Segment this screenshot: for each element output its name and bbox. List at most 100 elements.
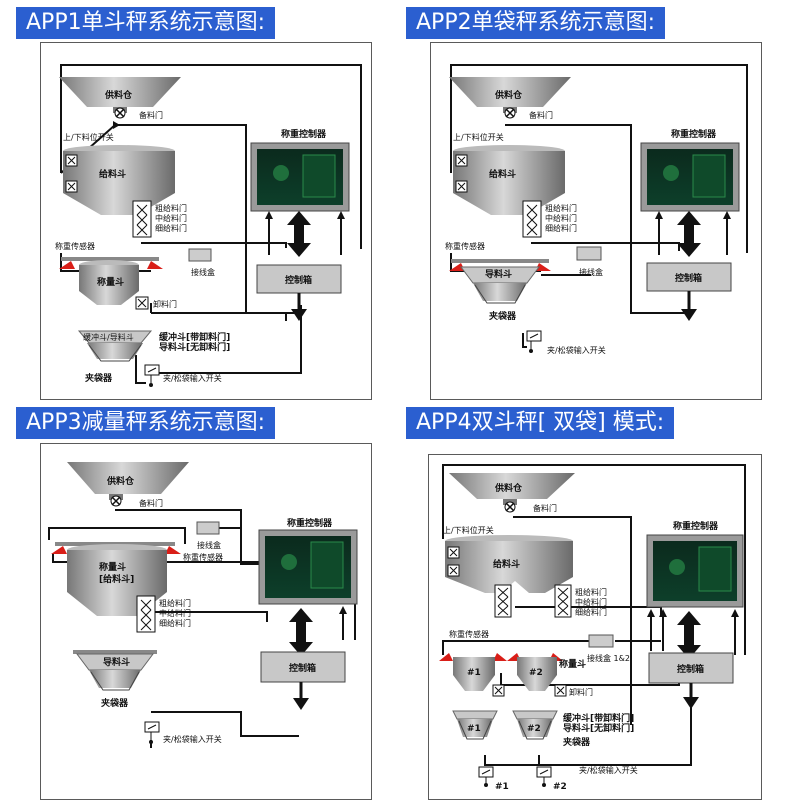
guide-hopper: 导料斗 (73, 650, 157, 691)
panel-app2: 供料仓 备料门 上/下料位开关 给料斗 粗给料门 中给料门 细给料门 称重传感器… (430, 42, 762, 400)
buffer-hopper-1-num: #1 (467, 724, 481, 734)
title-app3: APP3减量秤系统示意图: (16, 407, 275, 439)
reserve-gate-valve (504, 501, 516, 513)
bag-clamp-label: 夹袋器 (563, 736, 591, 748)
clamp-switch-2-icon (536, 766, 552, 787)
level-switch-upper (455, 154, 468, 167)
junction-box-12-label: 接线盒 1&2 (587, 653, 630, 663)
load-sensor-label: 称重传感器 (183, 552, 223, 562)
medium-gate-label: 中给料门 (575, 597, 607, 607)
level-switch-lower (447, 564, 460, 577)
fine-gate-label: 细给料门 (159, 618, 191, 628)
supply-bin-label: 供料仓 (104, 89, 133, 101)
feed-gate-valves (132, 200, 152, 238)
feed-hopper: 给料斗 (453, 145, 565, 215)
feed-hopper: 给料斗 (63, 145, 175, 215)
clamp-switch-icon (144, 364, 160, 387)
diagram-app3: 供料仓 备料门 接线盒 称量斗 [给料斗] 称重传感器 粗给料门 中给料门 细给… (48, 462, 358, 748)
double-arrow (289, 608, 313, 656)
diagram-app1: 供料仓 备料门 上/下料位开关 给料斗 粗给料门 中给料门 细给料门 称重传感器… (55, 64, 362, 387)
buffer-with-gate-label: 缓冲斗[带卸料门] (159, 331, 230, 343)
supply-bin-label: 供料仓 (106, 475, 135, 487)
supply-bin-label: 供料仓 (494, 89, 523, 101)
weigh-controller-label: 称重控制器 (287, 517, 333, 529)
clamp-switch-icon (526, 330, 542, 353)
weigh-hopper: 称量斗 (59, 257, 163, 305)
weigh-hopper-label: 称量斗 (559, 658, 586, 670)
level-switch-lower (65, 180, 78, 193)
guide-without-gate-label: 导料斗[无卸料门] (159, 341, 230, 353)
clamp-switch-label: 夹/松袋输入开关 (579, 765, 638, 775)
coarse-gate-label: 粗给料门 (159, 598, 191, 608)
reserve-gate-valve (504, 107, 516, 119)
supply-bin-label: 供料仓 (494, 482, 523, 494)
buffer-hopper-label: 缓冲斗/导料斗 (83, 332, 134, 342)
feed-gate-valves (136, 595, 156, 633)
double-arrow (287, 211, 311, 257)
fine-gate-label: 细给料门 (545, 223, 577, 233)
buffer-hopper: 缓冲斗/导料斗 (77, 330, 153, 362)
supply-bin: 供料仓 (67, 462, 189, 500)
load-sensor-label: 称重传感器 (55, 241, 95, 251)
feed-gate-valves-right (554, 584, 572, 618)
weigh-hopper-2-num: #2 (529, 668, 543, 678)
junction-box-label: 接线盒 (191, 267, 215, 277)
coarse-gate-label: 粗给料门 (575, 587, 607, 597)
fine-gate-label: 细给料门 (575, 607, 607, 617)
buffer-hopper-2-num: #2 (527, 724, 541, 734)
discharge-gate-label: 卸料门 (569, 687, 593, 697)
load-sensor-label: 称重传感器 (445, 241, 485, 251)
junction-box (188, 248, 212, 262)
feed-hopper-label: 给料斗 (489, 168, 516, 180)
feed-hopper: 给料斗 (445, 535, 573, 593)
buffer-with-gate-label: 缓冲斗[带卸料门] (563, 712, 634, 724)
discharge-gate-left (492, 684, 505, 697)
feed-hopper-label: 给料斗 (493, 558, 520, 570)
control-box (646, 262, 732, 292)
discharge-gate-label: 卸料门 (153, 299, 177, 309)
weigh-hopper-1-num: #1 (467, 668, 481, 678)
coarse-gate-label: 粗给料门 (545, 203, 577, 213)
guide-without-gate-label: 导料斗[无卸料门] (563, 722, 634, 734)
buffer-hopper-2: #2 (512, 710, 558, 740)
control-box-label: 控制箱 (677, 663, 704, 675)
gate-switch-label: 上/下料位开关 (453, 132, 504, 142)
title-app2: APP2单袋秤系统示意图: (406, 7, 665, 39)
bag-clamp-label: 夹袋器 (85, 372, 113, 384)
junction-box-label: 接线盒 (197, 540, 221, 550)
weigh-controller-label: 称重控制器 (281, 128, 327, 140)
medium-gate-label: 中给料门 (545, 213, 577, 223)
reserve-gate-label: 备料门 (139, 498, 163, 508)
diagram-app4: 供料仓 备料门 上/下料位开关 给料斗 粗给料门 中给料门 细给料门 称重传感器… (439, 464, 746, 792)
supply-bin: 供料仓 (449, 473, 575, 505)
weigh-hopper-1: #1 (439, 653, 507, 691)
control-box-label: 控制箱 (289, 662, 316, 674)
weigh-hopper-label: 称量斗 (97, 276, 124, 288)
coarse-gate-label: 粗给料门 (155, 203, 187, 213)
clamp-switch-1-icon (478, 766, 494, 787)
discharge-gate-right (554, 684, 567, 697)
weigh-hopper-feed-label: [给料斗] (99, 573, 134, 585)
weigh-controller-label: 称重控制器 (673, 520, 719, 532)
load-sensor-label: 称重传感器 (449, 629, 489, 639)
clamp-switch-label: 夹/松袋输入开关 (163, 734, 222, 744)
clamp-switch-2-num: #2 (553, 782, 567, 792)
clamp-switch-label: 夹/松袋输入开关 (163, 373, 222, 383)
junction-box-label: 接线盒 (579, 267, 603, 277)
buffer-hopper-1: #1 (452, 710, 498, 740)
control-box (256, 264, 342, 294)
feed-gate-valves (522, 200, 542, 238)
guide-hopper-label: 导料斗 (485, 268, 512, 280)
guide-hopper-label: 导料斗 (103, 656, 130, 668)
weigh-hopper-2: #2 (507, 653, 563, 691)
junction-box (196, 521, 220, 535)
weigh-controller (640, 142, 740, 212)
guide-hopper: 导料斗 (449, 259, 551, 304)
gate-switch-label: 上/下料位开关 (443, 525, 494, 535)
clamp-switch-icon (144, 721, 160, 744)
double-arrow (677, 211, 701, 257)
panel-app4: 供料仓 备料门 上/下料位开关 给料斗 粗给料门 中给料门 细给料门 称重传感器… (428, 454, 762, 800)
weigh-controller (258, 529, 358, 605)
feed-gate-valves-left (494, 584, 512, 618)
level-switch-upper (447, 546, 460, 559)
